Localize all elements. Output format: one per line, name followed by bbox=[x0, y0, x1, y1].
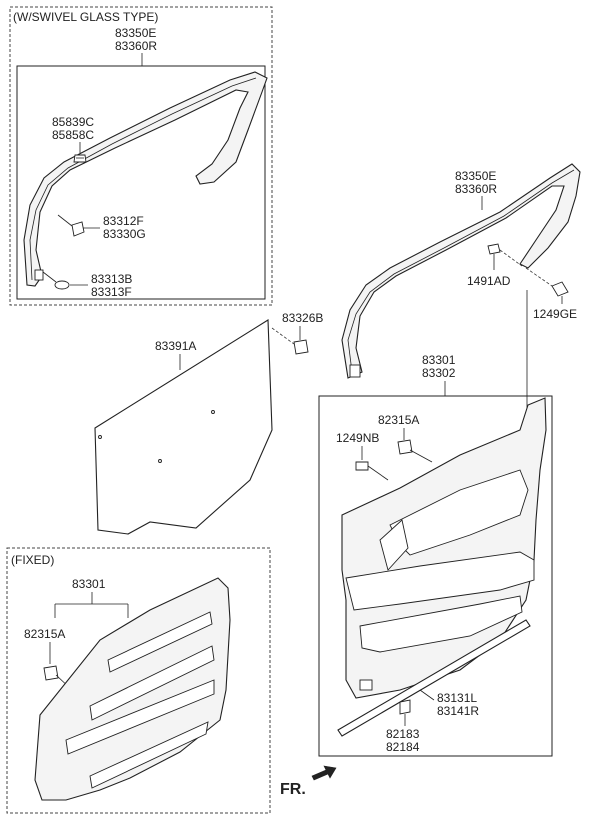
door-trim-lower-tab bbox=[359, 679, 373, 691]
fixed-trim-label: 83301 bbox=[72, 577, 106, 591]
swivel-window-molding bbox=[23, 71, 268, 287]
door-weatherstrip bbox=[337, 619, 531, 737]
trim-clip-label: 82315A bbox=[378, 413, 419, 427]
swivel-molding-label-b: 83360R bbox=[115, 39, 157, 53]
grommet-label-b: 83313F bbox=[91, 285, 132, 299]
molding-bottom-tab bbox=[349, 364, 361, 378]
front-arrow-icon bbox=[311, 765, 337, 781]
fastener-icon bbox=[71, 221, 85, 237]
fastener-label-a: 83312F bbox=[103, 214, 144, 228]
swivel-detail-box bbox=[16, 65, 266, 300]
swivel-molding-end-tab bbox=[34, 269, 44, 281]
door-trim-group: 83301 83302 82315A 1249NB 83131L 83141R … bbox=[318, 353, 553, 757]
fixed-trim-rib-3 bbox=[65, 679, 215, 755]
cap-group: 83326B bbox=[271, 311, 323, 355]
front-label: FR. bbox=[280, 781, 306, 798]
fixed-trim-rib-1 bbox=[107, 611, 213, 673]
main-molding-label-b: 83360R bbox=[455, 182, 497, 196]
glass-group: 83391A bbox=[94, 319, 273, 535]
nut-icon bbox=[487, 243, 501, 255]
door-trim-armrest bbox=[345, 551, 535, 611]
window-frame-molding bbox=[341, 163, 581, 379]
cap-label: 83326B bbox=[282, 311, 323, 325]
swivel-group-frame bbox=[9, 6, 273, 306]
bolt-label: 1249NB bbox=[336, 431, 379, 445]
glass-label: 83391A bbox=[155, 339, 196, 353]
swivel-molding-label-a: 83350E bbox=[115, 26, 156, 40]
quarter-glass-panel bbox=[94, 319, 273, 535]
clip-label-b: 85858C bbox=[52, 128, 94, 142]
fixed-trim-rib-2 bbox=[89, 645, 215, 721]
grommet-icon bbox=[54, 280, 70, 290]
door-trim-detail-box bbox=[318, 395, 553, 757]
weatherstrip-label-b: 83141R bbox=[437, 704, 479, 718]
fixed-clip-label: 82315A bbox=[24, 627, 65, 641]
swivel-glass-group: (W/SWIVEL GLASS TYPE) 83350E 83360R 8583… bbox=[9, 6, 273, 306]
retainer-icon bbox=[399, 699, 411, 715]
fixed-trim-rib-4 bbox=[89, 721, 209, 789]
fixed-group: (FIXED) 83301 82315A bbox=[6, 547, 271, 814]
swivel-group-title: (W/SWIVEL GLASS TYPE) bbox=[13, 10, 158, 24]
main-molding-label-a: 83350E bbox=[455, 169, 496, 183]
trim-label-a: 83301 bbox=[422, 353, 456, 367]
retainer-label-b: 82184 bbox=[386, 740, 420, 754]
cap-icon bbox=[293, 339, 309, 355]
nut-label: 1491AD bbox=[467, 274, 511, 288]
weatherstrip-label-a: 83131L bbox=[437, 691, 477, 705]
front-direction-marker: FR. bbox=[280, 765, 337, 798]
fixed-group-frame bbox=[6, 547, 271, 814]
trim-clip-icon bbox=[397, 439, 413, 455]
fixed-group-title: (FIXED) bbox=[11, 553, 54, 567]
retainer-label-a: 82183 bbox=[386, 727, 420, 741]
main-molding-group: 83350E 83360R 1491AD 1249GE bbox=[341, 163, 581, 408]
bolt-icon bbox=[355, 461, 369, 471]
door-trim-handle-recess bbox=[379, 519, 409, 571]
fixed-clip-icon bbox=[43, 665, 59, 681]
clip-label-a: 85839C bbox=[52, 115, 94, 129]
screw-icon bbox=[551, 281, 569, 297]
fastener-label-b: 83330G bbox=[103, 227, 146, 241]
molding-clip-icon bbox=[73, 154, 87, 163]
grommet-label-a: 83313B bbox=[91, 272, 132, 286]
screw-label: 1249GE bbox=[533, 307, 577, 321]
trim-label-b: 83302 bbox=[422, 366, 456, 380]
door-trim-map-pocket bbox=[359, 595, 523, 653]
